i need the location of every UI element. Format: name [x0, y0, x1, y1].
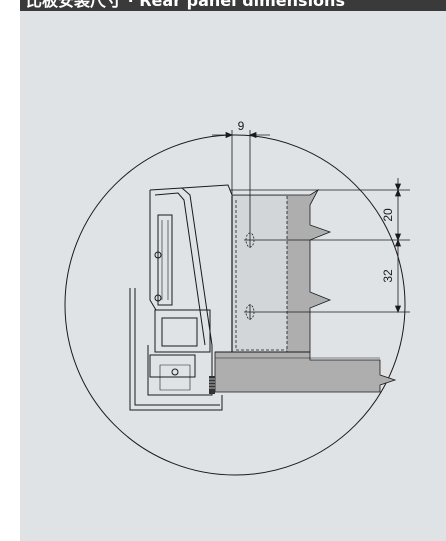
title-bar: ⽐板安装尺寸 · Rear panel dimensions	[20, 0, 446, 11]
dimension-offset-label: 9	[238, 119, 245, 133]
drawer-side-profile	[129, 184, 233, 411]
dimension-vertical	[230, 178, 410, 314]
hole-top	[244, 232, 256, 248]
page-title: ⽐板安装尺寸 · Rear panel dimensions	[26, 0, 345, 10]
hole-bottom	[244, 304, 256, 320]
dimension-top-to-hole-label: 20	[381, 208, 395, 222]
dimension-offset	[212, 130, 270, 232]
screw-icon	[209, 376, 215, 394]
dimension-hole-spacing-label: 32	[381, 269, 395, 283]
rear-panel	[214, 188, 397, 393]
